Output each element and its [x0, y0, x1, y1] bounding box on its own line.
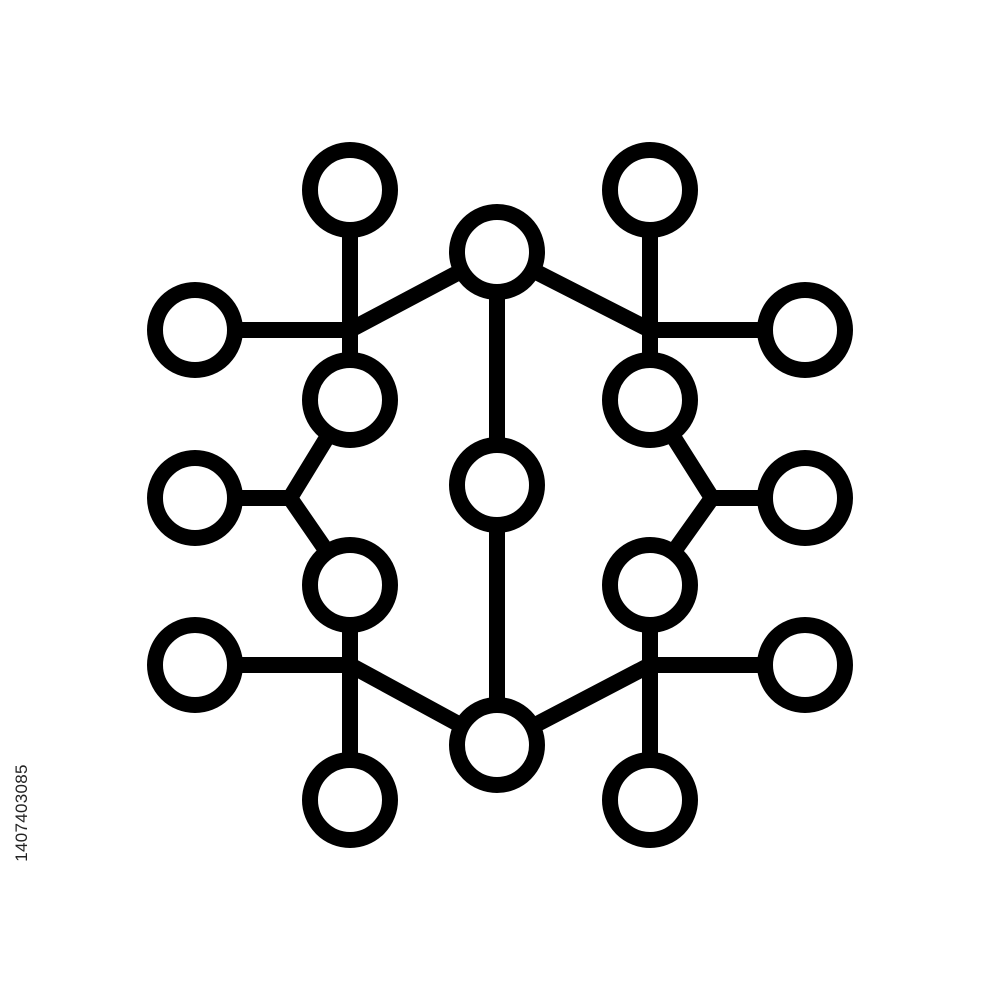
node-circle — [449, 437, 545, 533]
node-circle — [602, 537, 698, 633]
node-circle — [302, 752, 398, 848]
watermark-stock-id: 1407403085 — [12, 750, 32, 875]
node-circle — [602, 352, 698, 448]
node-circle — [302, 352, 398, 448]
node-circle — [147, 282, 243, 378]
node-circle — [602, 752, 698, 848]
node-circle — [449, 697, 545, 793]
node-circle — [302, 537, 398, 633]
node-circle — [147, 450, 243, 546]
node-circle — [449, 204, 545, 300]
node-circle — [757, 617, 853, 713]
node-circle — [302, 142, 398, 238]
node-circle — [602, 142, 698, 238]
node-circle — [757, 450, 853, 546]
stock-id-text: 1407403085 — [12, 763, 32, 862]
node-circle — [757, 282, 853, 378]
node-circle — [147, 617, 243, 713]
nodes — [147, 142, 853, 848]
